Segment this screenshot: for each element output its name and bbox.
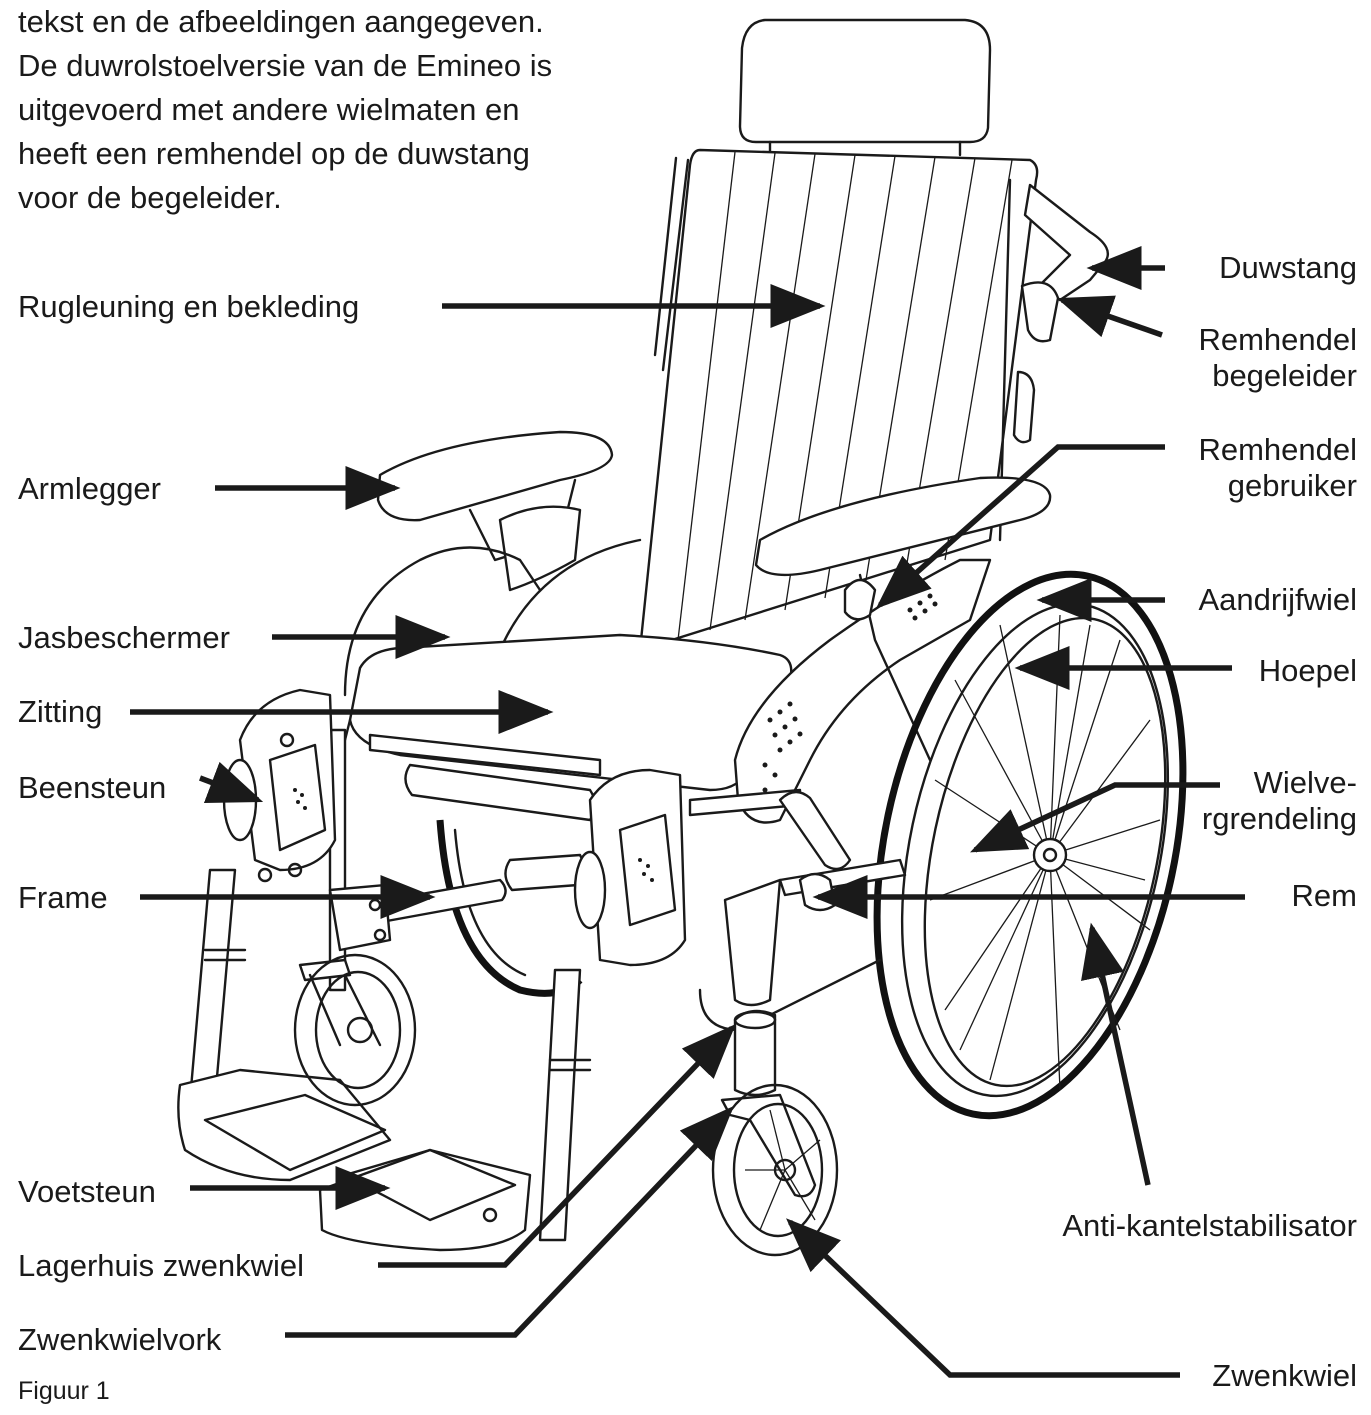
- label-remhendel-begeleider: Remhendel begeleider: [1198, 322, 1357, 394]
- intro-line: heeft een remhendel op de duwstang: [18, 136, 530, 171]
- headrest: [738, 18, 992, 144]
- label-voetsteun: Voetsteun: [18, 1174, 156, 1209]
- label-zwenkwielvork: Zwenkwielvork: [18, 1322, 222, 1357]
- coat-protector: [343, 546, 542, 697]
- armrest-right: [754, 476, 1052, 577]
- armrest-left: [376, 430, 614, 522]
- label-line: Remhendel: [1198, 322, 1357, 357]
- label-line: rgrendeling: [1201, 801, 1357, 836]
- footrest-left: [177, 1068, 392, 1182]
- label-wielvergrendeling: Wielve- rgrendeling: [1202, 765, 1357, 837]
- caster-left: [293, 953, 417, 1107]
- label-line: Remhendel: [1198, 432, 1357, 467]
- caster-fork: [720, 1093, 817, 1198]
- label-lagerhuis-zwenkwiel: Lagerhuis zwenkwiel: [18, 1248, 305, 1283]
- figure-caption: Figuur 1: [18, 1377, 110, 1405]
- caster-right: [711, 1009, 839, 1257]
- label-aandrijfwiel: Aandrijfwiel: [1198, 582, 1357, 617]
- drive-wheel: [873, 570, 1187, 1120]
- leg-rest-right: [538, 768, 687, 1242]
- intro-line: De duwrolstoelversie van de Emineo is: [18, 48, 553, 83]
- label-line: begeleider: [1212, 358, 1357, 393]
- label-anti-kantelstabilisator: Anti-kantelstabilisator: [1062, 1208, 1357, 1243]
- intro-line: uitgevoerd met andere wielmaten en: [18, 92, 520, 127]
- label-zitting: Zitting: [18, 694, 103, 729]
- label-zwenkwiel: Zwenkwiel: [1212, 1358, 1357, 1393]
- intro-line: tekst en de afbeeldingen aangegeven.: [18, 4, 544, 39]
- label-remhendel-gebruiker: Remhendel gebruiker: [1198, 432, 1357, 504]
- caster-housing: [733, 1009, 777, 1097]
- label-line: Wielve-: [1253, 765, 1357, 800]
- leg-rest-left: [188, 688, 392, 1102]
- label-beensteun: Beensteun: [18, 770, 167, 805]
- label-rem: Rem: [1291, 878, 1357, 913]
- label-rugleuning: Rugleuning en bekleding: [18, 289, 360, 324]
- label-armlegger: Armlegger: [18, 471, 161, 506]
- label-duwstang: Duwstang: [1219, 250, 1357, 285]
- leader-lines: [130, 246, 1245, 1378]
- footrest-right: [318, 1148, 532, 1252]
- label-jasbeschermer: Jasbeschermer: [18, 620, 230, 655]
- label-hoepel: Hoepel: [1258, 653, 1357, 688]
- label-frame: Frame: [18, 880, 108, 915]
- intro-line: voor de begeleider.: [18, 180, 282, 215]
- label-line: gebruiker: [1227, 468, 1357, 503]
- intro-text: tekst en de afbeeldingen aangegeven. De …: [18, 0, 678, 220]
